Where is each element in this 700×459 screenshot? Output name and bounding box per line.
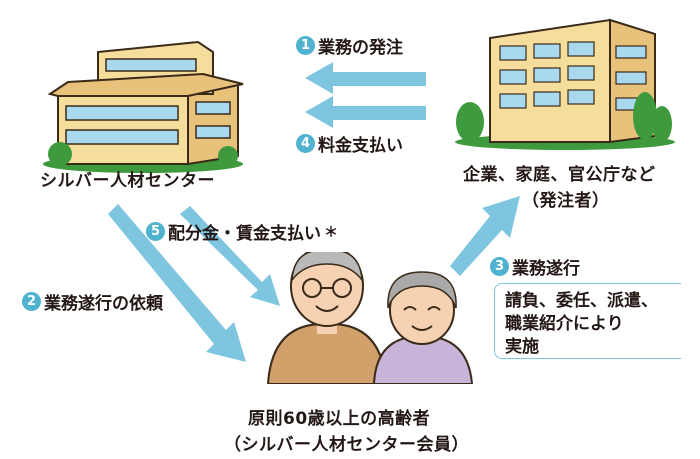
- center-label: シルバー人材センター: [40, 171, 215, 191]
- arrow-request: [108, 204, 246, 362]
- detail-line: 実施: [505, 337, 539, 357]
- client-label: 企業、家庭、官公庁など: [463, 165, 656, 185]
- center-building-icon: [43, 40, 244, 173]
- step-text: 業務遂行の依頼: [44, 294, 163, 314]
- members-sublabel: （シルバー人材センター会員）: [224, 435, 469, 455]
- asterisk-note-mark: ＊: [324, 224, 338, 241]
- arrow-payment: [305, 96, 426, 128]
- step-text: 業務遂行: [512, 259, 580, 279]
- step-number-badge: 3: [490, 257, 509, 276]
- step-2-label: 2 業務遂行の依頼: [22, 289, 163, 314]
- step-number-badge: 2: [22, 292, 41, 311]
- detail-line: 職業紹介により: [505, 314, 624, 334]
- step-number-badge: 4: [296, 134, 315, 153]
- step-3-detail-bracket: 請負、委任、派遣、 職業紹介により 実施: [494, 283, 681, 359]
- arrow-order: [305, 62, 426, 94]
- members-label: 原則60歳以上の高齢者: [248, 409, 431, 429]
- step-number-badge: 5: [146, 222, 165, 241]
- step-text: 料金支払い: [318, 136, 403, 156]
- step-text: 業務の発注: [318, 38, 403, 58]
- arrow-perform: [450, 196, 520, 276]
- step-1-label: 1 業務の発注: [296, 33, 403, 58]
- step-5-label: 5 配分金・賃金支払い ＊: [146, 219, 338, 244]
- arrow-wages: [180, 206, 280, 306]
- step-number-badge: 1: [296, 36, 315, 55]
- step-3-label: 3 業務遂行: [490, 254, 580, 279]
- members-icon: [266, 252, 474, 384]
- client-building-icon: [455, 18, 675, 150]
- detail-line: 請負、委任、派遣、: [505, 291, 658, 311]
- step-4-label: 4 料金支払い: [296, 131, 403, 156]
- step-text: 配分金・賃金支払い: [168, 224, 321, 244]
- client-sublabel: （発注者）: [522, 191, 610, 211]
